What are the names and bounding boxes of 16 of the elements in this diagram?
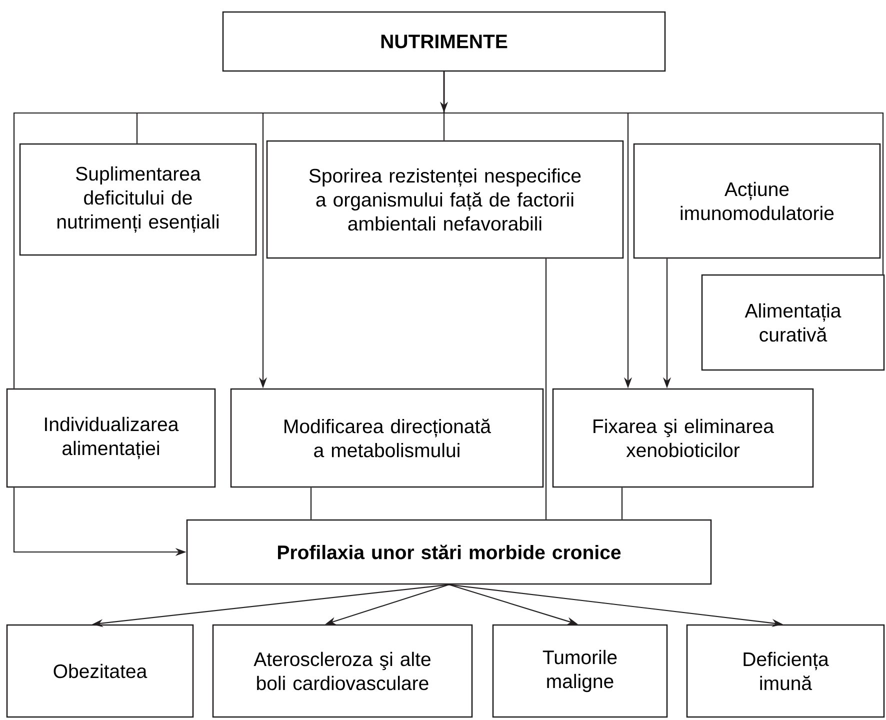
text-box: Fixarea şi eliminarea xenobioticilor	[552, 388, 814, 488]
text-box: Deficiența imună	[686, 624, 885, 718]
text-box: Alimentația curativă	[701, 274, 885, 371]
connector-line	[310, 488, 312, 520]
text-box: Sporirea rezistenței nespecifice a organismului față de factorii ambientali nefavorabili	[266, 140, 624, 259]
text-box: Acțiune imunomodulatorie	[633, 143, 881, 259]
connector-line	[621, 488, 623, 520]
text-box: Modificarea direcționată a metabolismului	[230, 388, 544, 488]
text-box: Tumorile maligne	[492, 624, 668, 718]
text-box: Individualizarea alimentației	[6, 388, 216, 488]
connector-line	[545, 258, 547, 520]
title-box: NUTRIMENTE	[222, 11, 666, 72]
text-box: Obezitatea	[6, 624, 194, 718]
text-box: Ateroscleroza şi alte boli cardiovasculare	[212, 624, 473, 718]
text-box: Suplimentarea deficitului de nutrimenți esențiali	[19, 143, 257, 256]
title-box: Profilaxia unor stări morbide cronice	[186, 519, 712, 585]
